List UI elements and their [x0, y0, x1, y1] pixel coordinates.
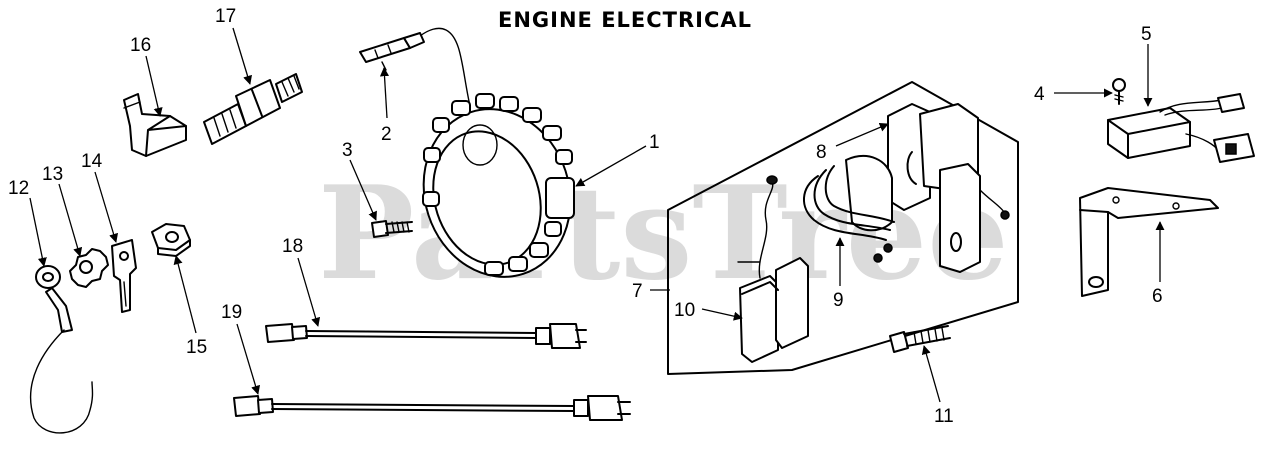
coil-leads-part[interactable] [803, 155, 895, 263]
callout-18[interactable]: 18 [282, 236, 303, 257]
small-screw-part[interactable] [1112, 78, 1126, 105]
wire-harness-upper-part[interactable] [265, 323, 587, 349]
callout-11[interactable]: 11 [934, 406, 954, 427]
ignition-module-part[interactable] [737, 175, 809, 363]
callout-8[interactable]: 8 [816, 142, 827, 163]
spade-terminal-part[interactable] [111, 239, 137, 313]
lead-connector-part[interactable] [359, 32, 425, 71]
callout-14[interactable]: 14 [81, 151, 103, 172]
elbow-boot-part[interactable] [123, 93, 187, 157]
callout-10[interactable]: 10 [674, 300, 695, 321]
callout-17[interactable]: 17 [215, 6, 236, 27]
bracket-part[interactable] [1079, 187, 1219, 297]
bolt-part[interactable] [889, 325, 951, 353]
callout-16[interactable]: 16 [130, 35, 151, 56]
callout-13[interactable]: 13 [42, 164, 63, 185]
callout-1[interactable]: 1 [649, 132, 660, 153]
callout-3[interactable]: 3 [342, 140, 353, 161]
regulator-module-part[interactable] [1107, 93, 1255, 163]
callout-12[interactable]: 12 [8, 178, 29, 199]
ground-wire-part[interactable] [29, 265, 94, 434]
callout-7[interactable]: 7 [632, 281, 643, 302]
magnet-yoke-part[interactable] [887, 103, 1010, 273]
leader-lines [29, 27, 1165, 403]
sensor-plug-part[interactable] [203, 73, 303, 145]
page-title: ENGINE ELECTRICAL [498, 8, 752, 32]
hex-nut-part[interactable] [151, 223, 191, 257]
callout-9[interactable]: 9 [833, 290, 844, 311]
callout-5[interactable]: 5 [1141, 24, 1152, 45]
callout-6[interactable]: 6 [1152, 286, 1163, 307]
callout-4[interactable]: 4 [1034, 84, 1045, 105]
callout-19[interactable]: 19 [221, 302, 242, 323]
callout-2[interactable]: 2 [381, 124, 392, 145]
screw-part[interactable] [371, 220, 413, 238]
ignition-assembly-frame [667, 81, 1019, 375]
wire-harness-lower-part[interactable] [233, 395, 631, 421]
stator-part[interactable] [402, 27, 591, 296]
star-washer-part[interactable] [69, 248, 109, 288]
callout-15[interactable]: 15 [186, 337, 207, 358]
